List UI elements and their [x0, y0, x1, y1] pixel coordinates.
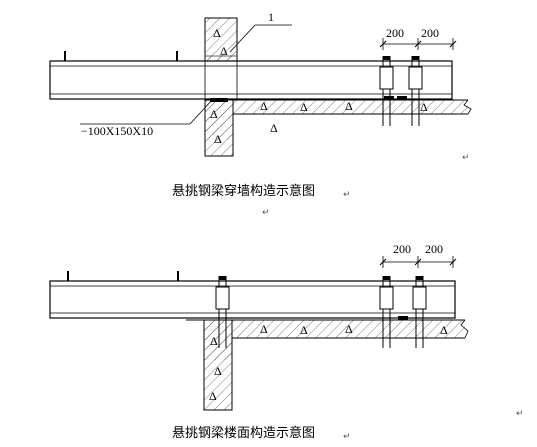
anchor-studs	[64, 51, 178, 61]
svg-text:Δ: Δ	[440, 323, 448, 337]
dim-right-label: 200	[421, 26, 439, 40]
dimension-top: 200 200	[379, 26, 457, 50]
caption-top: 悬挑钢梁穿墙构造示意图	[172, 183, 315, 199]
plate-callout: −100X150X10	[80, 99, 213, 138]
floor-anchor-diagram: Δ Δ Δ Δ Δ Δ Δ	[49, 242, 524, 442]
return-mark: ↵	[462, 153, 470, 163]
return-mark: ↵	[262, 208, 270, 218]
svg-text:Δ: Δ	[300, 100, 308, 114]
caption-bottom-mark: ↵	[343, 432, 351, 442]
floor-slab: Δ Δ Δ Δ	[186, 319, 469, 360]
svg-text:Δ: Δ	[345, 322, 353, 336]
svg-text:Δ: Δ	[345, 99, 353, 113]
callout-1: 1	[229, 10, 292, 53]
u-bolt-anchors	[379, 56, 423, 126]
plate-label: −100X150X10	[81, 124, 153, 138]
dim-right-label: 200	[425, 242, 443, 256]
steel-plate	[210, 98, 228, 102]
callout-number: 1	[268, 10, 274, 24]
svg-text:Δ: Δ	[209, 389, 217, 403]
caption-bottom: 悬挑钢梁楼面构造示意图	[172, 425, 315, 441]
anchor-studs	[67, 271, 179, 281]
svg-text:Δ: Δ	[420, 100, 428, 114]
dim-left-label: 200	[393, 242, 411, 256]
svg-text:Δ: Δ	[270, 121, 278, 135]
floor-slab: Δ Δ Δ Δ Δ	[205, 99, 472, 140]
return-mark: ↵	[516, 409, 524, 419]
dim-left-label: 200	[386, 26, 404, 40]
caption-top-mark: ↵	[343, 190, 351, 200]
svg-text:Δ: Δ	[220, 44, 228, 58]
svg-text:Δ: Δ	[260, 322, 268, 336]
u-bolt-anchors	[215, 276, 427, 348]
svg-text:Δ: Δ	[260, 99, 268, 113]
svg-text:Δ: Δ	[213, 26, 221, 40]
steel-beam	[49, 280, 456, 319]
svg-text:Δ: Δ	[214, 364, 222, 378]
dimension-bottom: 200 200	[379, 242, 457, 268]
wall-penetration-diagram: Δ Δ Δ Δ Δ Δ Δ Δ Δ	[49, 10, 472, 218]
svg-text:Δ: Δ	[300, 323, 308, 337]
